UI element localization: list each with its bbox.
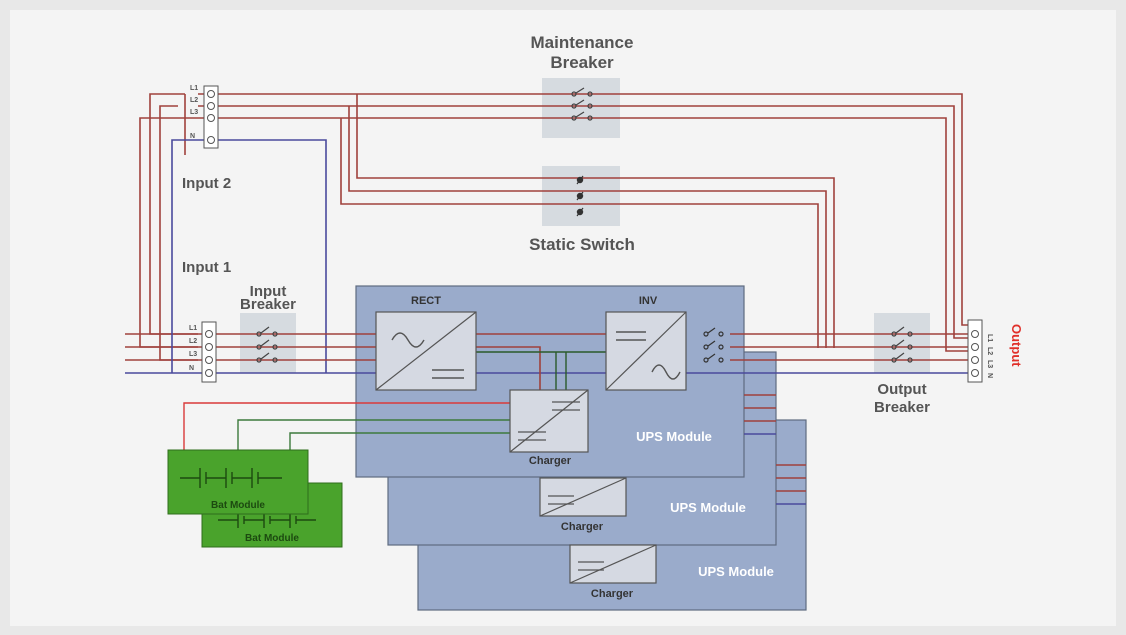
terminal-icon: [971, 343, 979, 351]
bat-module-label-1: Bat Module: [211, 500, 265, 511]
switch-contact-icon: [703, 353, 724, 363]
input2-l3-label: L3: [190, 109, 198, 116]
terminal-icon: [205, 369, 213, 377]
charger-label-3: Charger: [591, 588, 634, 600]
output-l3-label: L3: [986, 360, 993, 368]
battery-cells-icon: [218, 512, 316, 528]
ups-module-label-1: UPS Module: [636, 429, 712, 444]
output-n-label: N: [986, 373, 993, 378]
switch-contact-icon: [891, 352, 913, 363]
charger-label-1: Charger: [529, 455, 572, 467]
maintenance-breaker-box: [542, 78, 620, 138]
input-breaker-box: [240, 313, 296, 373]
output-terminal-block: L1 L2 L3 N: [967, 319, 993, 383]
module-output-stubs: [744, 394, 806, 492]
output-label: Output: [1009, 324, 1024, 367]
terminal-icon: [207, 102, 215, 110]
input-2-label: Input 2: [182, 175, 231, 192]
inverter-output-contacts: [703, 327, 724, 363]
terminal-icon: [205, 343, 213, 351]
input2-terminal-block: L1 L2 L3 N: [190, 85, 219, 149]
static-switch-elements: [576, 175, 584, 217]
input1-l3-label: L3: [189, 351, 197, 358]
ac-sine-icon: [391, 332, 425, 348]
switch-contact-icon: [256, 326, 278, 337]
input1-n-label: N: [189, 365, 194, 372]
input-breaker-label-1: Input: [250, 283, 287, 300]
input1-terminal-block: L1 L2 L3 N: [189, 321, 217, 383]
output-l1-label: L1: [986, 334, 993, 342]
battery-cells-icon: [180, 468, 282, 488]
input-breaker-label-2: Breaker: [240, 296, 296, 313]
switch-contact-icon: [571, 99, 593, 109]
maintenance-breaker-label-2: Breaker: [550, 53, 614, 72]
main-phase-lines: [198, 333, 970, 400]
terminal-icon: [205, 330, 213, 338]
switch-contact-icon: [703, 327, 724, 337]
output-breaker-label-2: Breaker: [874, 399, 930, 416]
thyristor-icon: [576, 191, 584, 201]
terminal-icon: [971, 369, 979, 377]
rectifier-block: [375, 311, 477, 391]
charger-block-1: [509, 389, 589, 453]
static-switch-label: Static Switch: [529, 235, 635, 254]
switch-contact-icon: [703, 340, 724, 350]
terminal-icon: [971, 330, 979, 338]
dc-bus-lines: [476, 351, 606, 390]
input2-l1-label: L1: [190, 85, 198, 92]
module-neutral-stubs: [744, 433, 806, 505]
inv-label: INV: [639, 295, 658, 307]
neutral-lines: [125, 139, 970, 374]
input2-n-label: N: [190, 133, 195, 140]
output-breaker-contacts: [891, 326, 913, 363]
bat-module-label-2: Bat Module: [245, 533, 299, 544]
input-1-label: Input 1: [182, 259, 231, 276]
switch-contact-icon: [891, 339, 913, 350]
thyristor-icon: [576, 175, 584, 185]
output-breaker-label-1: Output: [877, 381, 926, 398]
switch-contact-icon: [571, 87, 593, 97]
rect-label: RECT: [411, 295, 441, 307]
ac-sine-icon: [651, 364, 681, 380]
inverter-block: [605, 311, 687, 391]
maintenance-breaker-contacts: [571, 87, 593, 121]
terminal-icon: [205, 356, 213, 364]
input-breaker-contacts: [256, 326, 278, 363]
input1-l1-label: L1: [189, 325, 197, 332]
input2-l2-label: L2: [190, 97, 198, 104]
charger-label-2: Charger: [561, 521, 604, 533]
ups-module-label-2: UPS Module: [670, 500, 746, 515]
switch-contact-icon: [571, 111, 593, 121]
thyristor-icon: [576, 207, 584, 217]
charger-block-3: [569, 544, 657, 584]
battery-module-1: [167, 449, 309, 515]
output-breaker-box: [874, 313, 930, 373]
switch-contact-icon: [256, 352, 278, 363]
terminal-icon: [971, 356, 979, 364]
input1-l2-label: L2: [189, 338, 197, 345]
switch-contact-icon: [891, 326, 913, 337]
output-l2-label: L2: [986, 347, 993, 355]
battery-wiring: [183, 402, 540, 453]
terminal-icon: [207, 114, 215, 122]
maintenance-breaker-label-1: Maintenance: [531, 33, 634, 52]
charger-block-2: [539, 477, 627, 517]
ups-module-label-3: UPS Module: [698, 564, 774, 579]
switch-contact-icon: [256, 339, 278, 350]
terminal-icon: [207, 136, 215, 144]
terminal-icon: [207, 90, 215, 98]
